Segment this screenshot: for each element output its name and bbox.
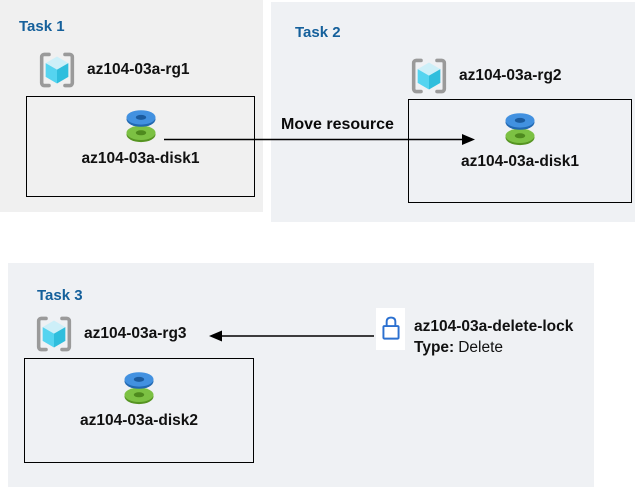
disk-name: az104-03a-disk2	[79, 412, 199, 429]
panel-title-task-2: Task 2	[295, 24, 341, 42]
disk-name: az104-03a-disk1	[81, 150, 200, 167]
resource-group-icon	[39, 52, 75, 88]
panel-task-1: Task 1 az104-03a-rg1 az104-03a-disk1	[0, 0, 263, 212]
resource-group-name: az104-03a-rg1	[87, 61, 190, 78]
resource-group-task-2: az104-03a-rg2	[408, 54, 562, 98]
lock-icon	[381, 316, 400, 340]
resource-group-task-1: az104-03a-rg1	[36, 48, 190, 92]
delete-lock-name: az104-03a-delete-lock	[414, 318, 574, 335]
disk-icon	[126, 110, 155, 143]
disk-icon	[124, 372, 154, 405]
resource-group-task-3: az104-03a-rg3	[33, 312, 187, 356]
resource-box-task-2: az104-03a-disk1	[408, 99, 632, 203]
move-resource-label: Move resource	[281, 116, 394, 133]
resource-group-name: az104-03a-rg2	[459, 67, 562, 84]
disk-icon	[505, 113, 535, 146]
lock-icon-container	[376, 308, 405, 350]
resource-box-task-1: az104-03a-disk1	[26, 96, 255, 197]
resource-group-name: az104-03a-rg3	[84, 325, 187, 342]
delete-lock-type: Type:Delete	[414, 337, 573, 358]
delete-lock-type-label: Type:	[414, 339, 455, 356]
panel-title-task-3: Task 3	[37, 287, 83, 305]
panel-task-3: Task 3 az104-03a-rg3 az104-03a-disk2	[8, 263, 594, 487]
resource-group-icon	[36, 316, 72, 352]
delete-lock-annotation: az104-03a-delete-lock Type:Delete	[414, 316, 573, 358]
resource-box-task-3: az104-03a-disk2	[24, 358, 254, 463]
panel-title-task-1: Task 1	[19, 18, 65, 36]
delete-lock-type-value: Delete	[458, 339, 504, 356]
disk-name: az104-03a-disk1	[460, 153, 580, 170]
resource-group-icon	[411, 58, 447, 94]
panel-task-2: Task 2 az104-03a-rg2 az104-03a-disk1	[271, 2, 635, 222]
